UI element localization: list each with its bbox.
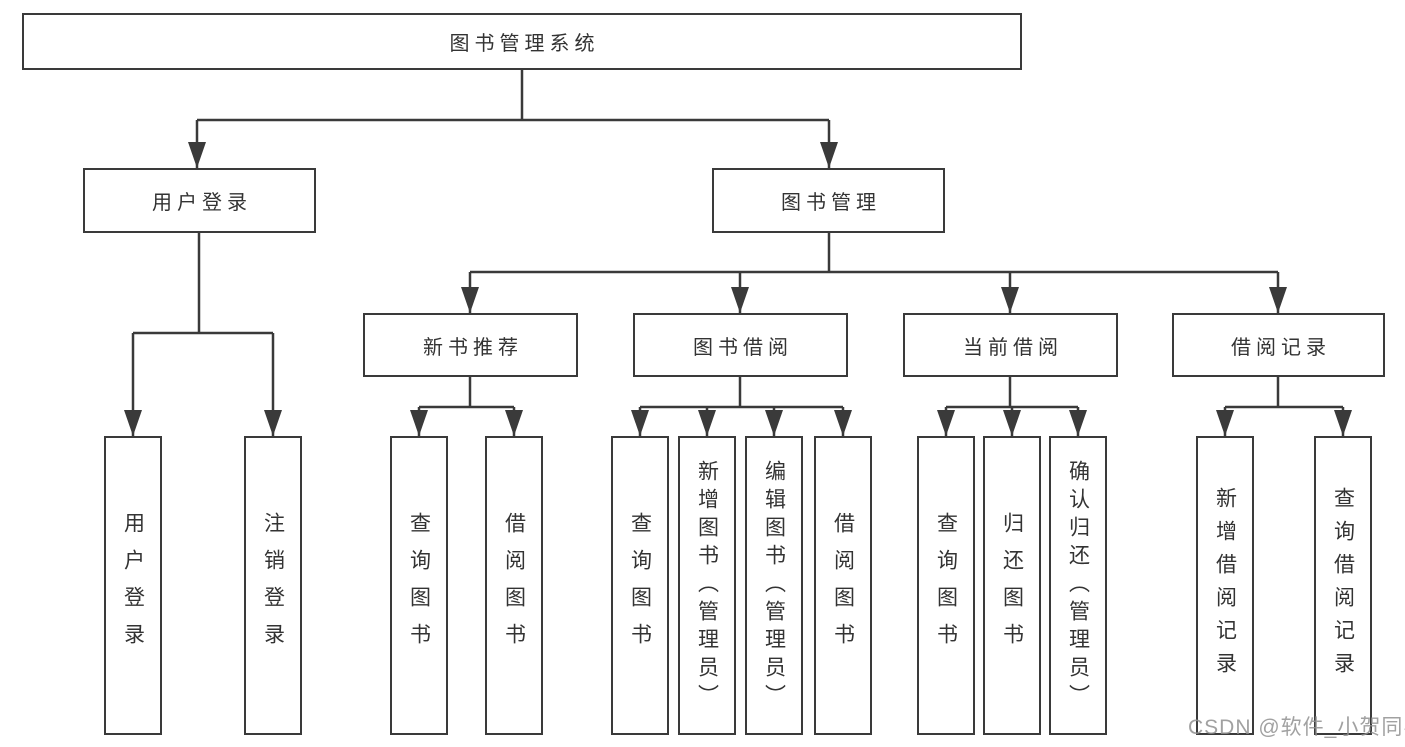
node-label: 用户登录 bbox=[152, 192, 252, 214]
node-leaf-add-books-admin: 新增图书（管理员） bbox=[678, 436, 736, 735]
node-label: 新书推荐 bbox=[423, 336, 523, 359]
node-label: 借阅记录 bbox=[1231, 336, 1331, 359]
node-label: 查询图书 bbox=[407, 511, 431, 660]
node-leaf-borrow-books: 借阅图书 bbox=[814, 436, 872, 735]
node-label: 用户登录 bbox=[121, 511, 145, 660]
node-label: 查询图书 bbox=[628, 511, 652, 660]
node-new-book-recommend: 新书推荐 bbox=[363, 313, 578, 377]
connector-current-borrowing bbox=[937, 377, 1087, 436]
node-leaf-query-books: 查询图书 bbox=[917, 436, 975, 735]
node-label: 查询图书 bbox=[934, 511, 958, 660]
node-library-management-system: 图书管理系统 bbox=[22, 13, 1022, 70]
node-leaf-add-borrow-record: 新增借阅记录 bbox=[1196, 436, 1254, 735]
connector-book-borrowing bbox=[631, 377, 852, 436]
node-label: 新增图书（管理员） bbox=[695, 459, 719, 712]
node-label: 借阅图书 bbox=[831, 511, 855, 660]
node-leaf-query-books: 查询图书 bbox=[390, 436, 448, 735]
node-label: 当前借阅 bbox=[963, 336, 1063, 359]
node-label: 新增借阅记录 bbox=[1213, 486, 1237, 685]
node-label: 图书管理 bbox=[781, 192, 881, 214]
node-label: 注销登录 bbox=[261, 511, 285, 660]
node-book-management: 图书管理 bbox=[712, 168, 945, 233]
node-label: 借阅图书 bbox=[502, 511, 526, 660]
node-leaf-logout: 注销登录 bbox=[244, 436, 302, 735]
connector-user-login bbox=[124, 233, 282, 436]
node-label: 图书管理系统 bbox=[449, 33, 600, 55]
node-leaf-confirm-return-admin: 确认归还（管理员） bbox=[1049, 436, 1107, 735]
node-leaf-query-books: 查询图书 bbox=[611, 436, 669, 735]
node-label: 确认归还（管理员） bbox=[1066, 459, 1090, 712]
node-leaf-borrow-books: 借阅图书 bbox=[485, 436, 543, 735]
csdn-watermark: CSDN @软件_小贺同学 bbox=[1188, 716, 1405, 739]
connector-root bbox=[188, 70, 838, 168]
connector-borrowing-records bbox=[1216, 377, 1352, 436]
node-book-borrowing: 图书借阅 bbox=[633, 313, 848, 377]
connector-new-book-recommend bbox=[410, 377, 523, 436]
node-label: 查询借阅记录 bbox=[1331, 486, 1355, 685]
node-leaf-query-borrow-record: 查询借阅记录 bbox=[1314, 436, 1372, 735]
node-current-borrowing: 当前借阅 bbox=[903, 313, 1118, 377]
node-label: 编辑图书（管理员） bbox=[762, 459, 786, 712]
connector-book-management bbox=[461, 233, 1287, 313]
node-label: 归还图书 bbox=[1000, 511, 1024, 660]
node-leaf-user-login: 用户登录 bbox=[104, 436, 162, 735]
node-leaf-edit-books-admin: 编辑图书（管理员） bbox=[745, 436, 803, 735]
node-borrowing-records: 借阅记录 bbox=[1172, 313, 1385, 377]
node-label: 图书借阅 bbox=[693, 336, 793, 359]
node-user-login: 用户登录 bbox=[83, 168, 316, 233]
node-leaf-return-books: 归还图书 bbox=[983, 436, 1041, 735]
